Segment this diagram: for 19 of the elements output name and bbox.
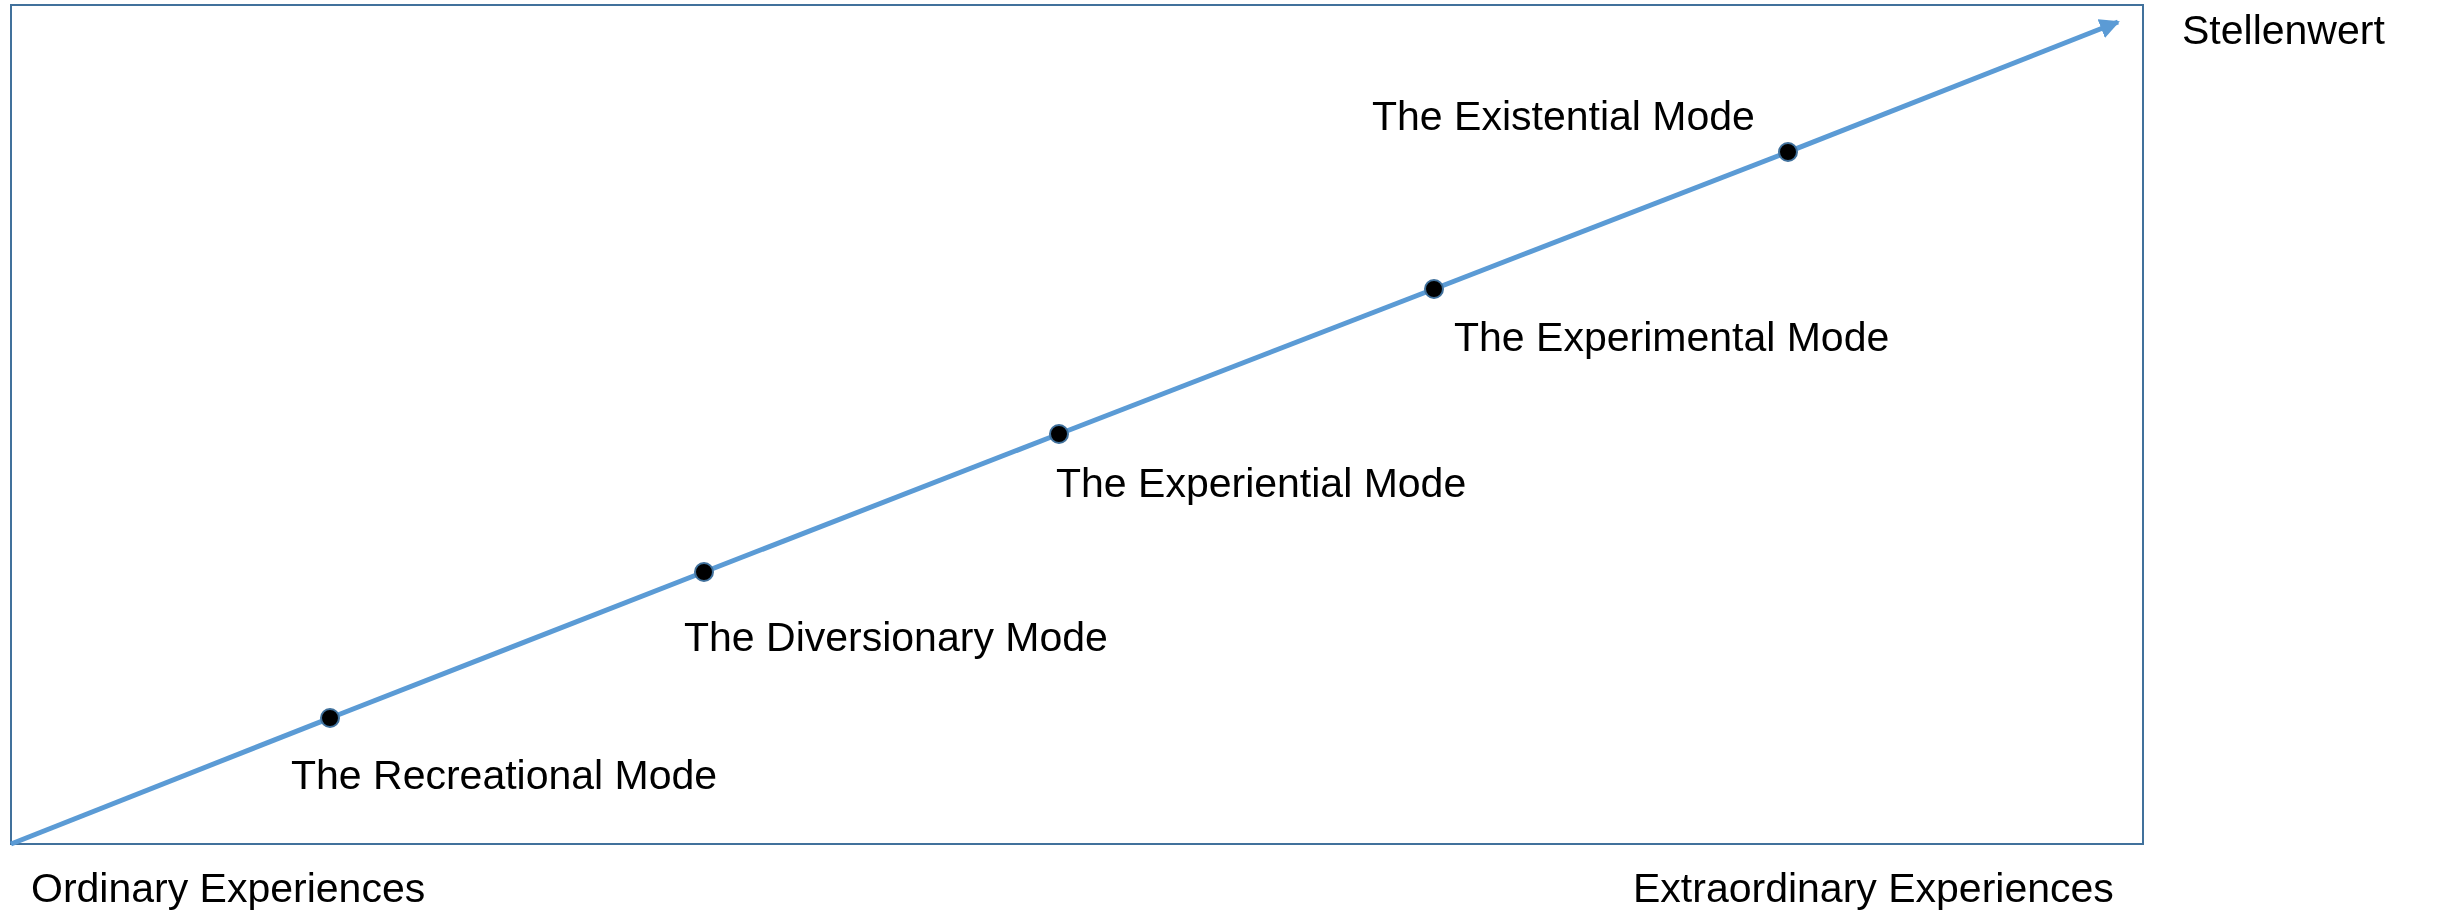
line [337, 572, 697, 718]
mode-label: The Existential Mode [1372, 96, 1755, 137]
axis-end-label: Extraordinary Experiences [1633, 868, 2114, 909]
point-dot [694, 562, 714, 582]
line [1066, 289, 1427, 434]
mode-label: The Experiential Mode [1056, 463, 1467, 504]
axis-label: Stellenwert [2182, 10, 2385, 51]
point-dot [1778, 142, 1798, 162]
line [10, 719, 323, 847]
mode-label: The Experimental Mode [1454, 317, 1890, 358]
point-dot [320, 708, 340, 728]
line [711, 434, 1052, 572]
point-dot [1049, 424, 1069, 444]
point-dot [1424, 279, 1444, 299]
line [1441, 152, 1781, 289]
axis-start-label: Ordinary Experiences [31, 868, 426, 909]
mode-label: The Recreational Mode [291, 755, 718, 796]
arrow [1795, 19, 2120, 152]
mode-label: The Diversionary Mode [684, 617, 1108, 658]
